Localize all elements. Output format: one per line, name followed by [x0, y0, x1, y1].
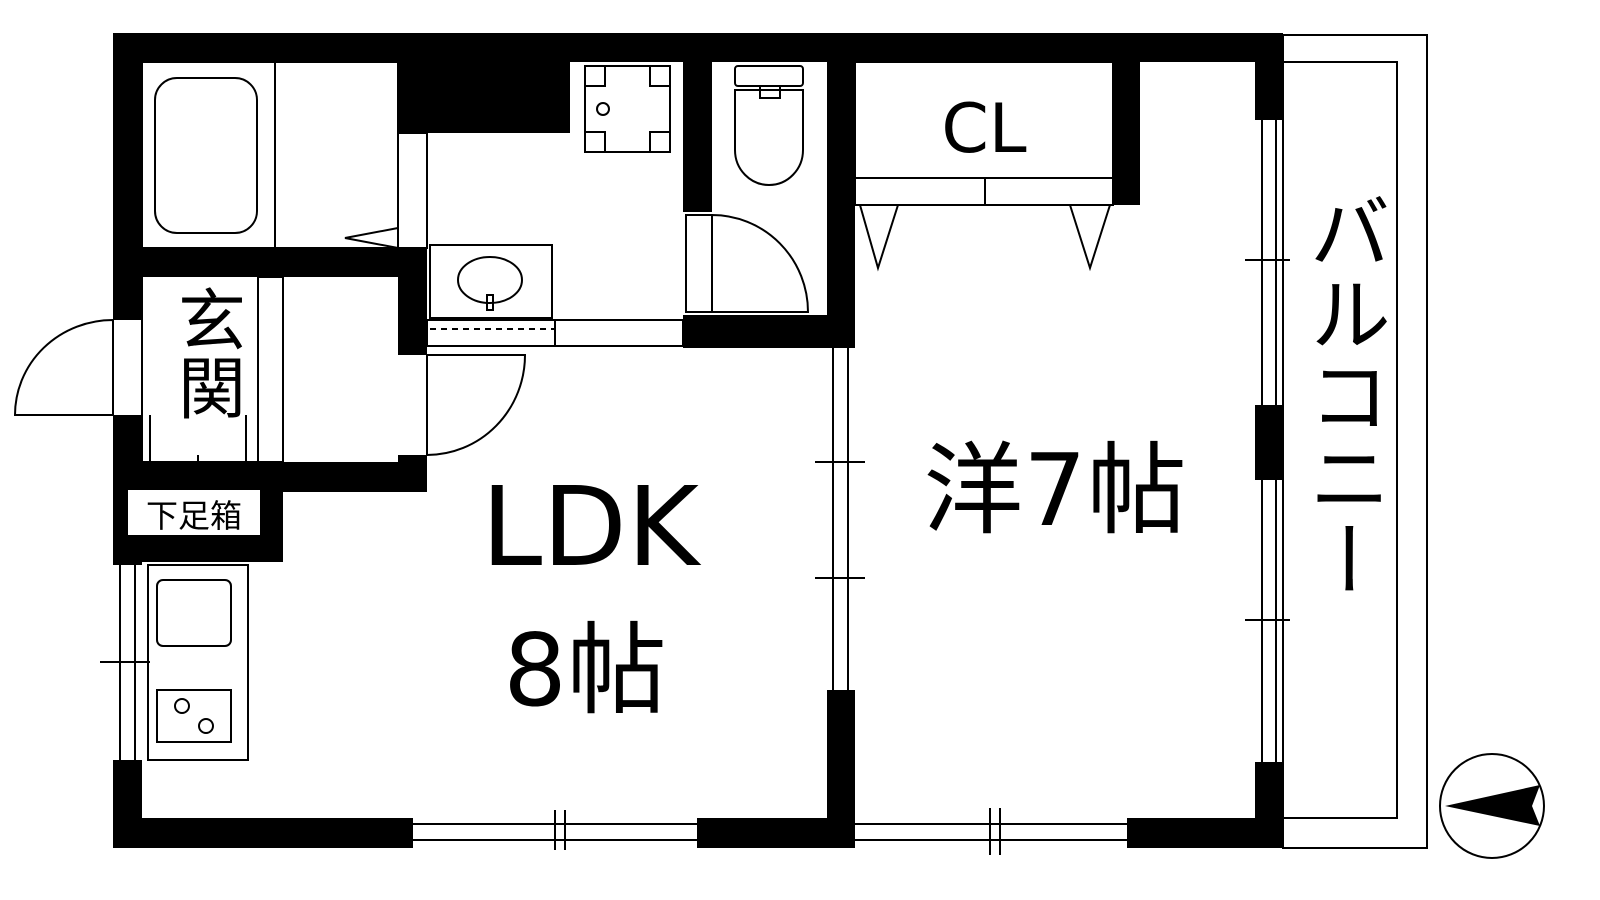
balcony-label: バルコニー	[1295, 190, 1390, 600]
toilet-icon	[734, 65, 804, 186]
compass-icon	[1439, 753, 1545, 859]
ldk-size-label: 8帖	[503, 612, 667, 729]
shoe-box-label: 下足箱	[146, 497, 242, 535]
bathtub-icon	[154, 77, 258, 234]
fixtures	[141, 61, 1114, 761]
closet-label: CL	[941, 90, 1026, 169]
washbasin-icon	[429, 244, 553, 319]
ldk-label: LDK	[481, 463, 702, 591]
kitchen-sink-icon	[156, 579, 232, 647]
stove-icon	[156, 689, 232, 743]
doors	[13, 132, 1111, 457]
windows	[100, 120, 1290, 855]
washing-machine-icon	[584, 65, 671, 153]
entrance-label: 玄関	[166, 285, 245, 421]
walls	[113, 33, 1283, 848]
western-room-label: 洋7帖	[923, 432, 1187, 549]
